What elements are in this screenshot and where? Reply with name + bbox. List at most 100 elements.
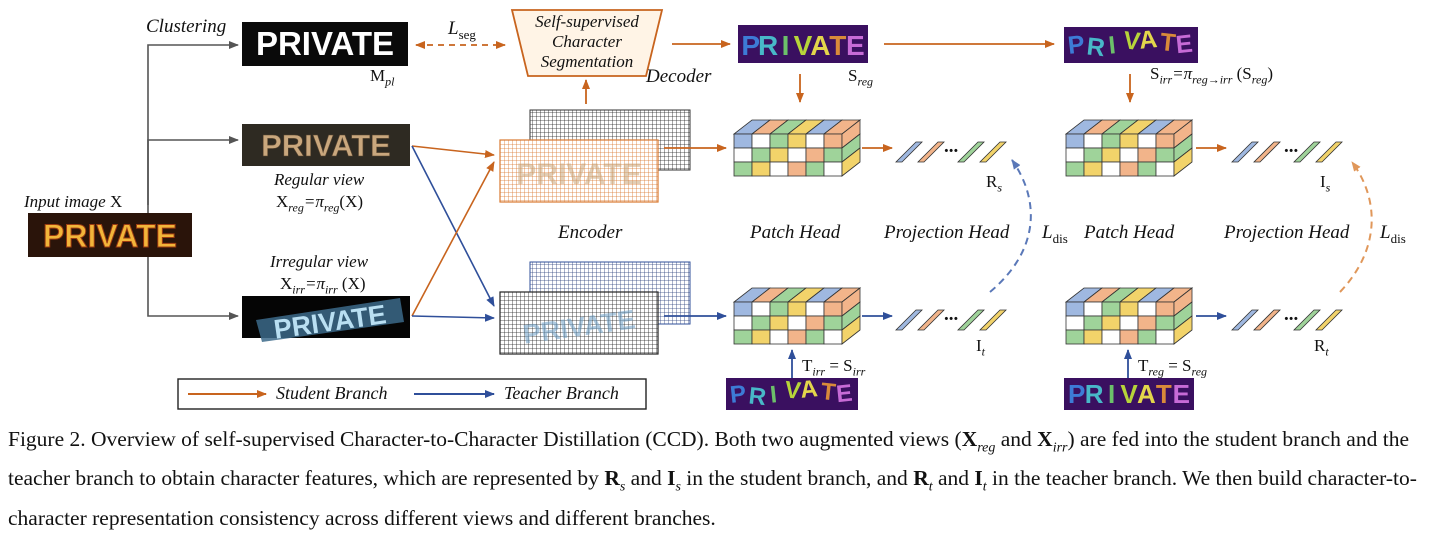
seg-letter: T [1159, 28, 1177, 57]
cube-cell [787, 315, 807, 331]
ellipsis-3: ... [1284, 136, 1299, 157]
cube-cell [733, 147, 753, 163]
input-split-arrows [147, 41, 239, 320]
feature-vector [1253, 141, 1281, 163]
cube-cell [1083, 301, 1103, 317]
view-to-encoder-arrows [411, 145, 495, 322]
cube-cell [1119, 147, 1139, 163]
patch-head-cubes [732, 119, 1194, 345]
feature-vector [957, 309, 985, 331]
projection-vectors [895, 309, 1007, 331]
cube-cell [769, 161, 789, 177]
seg-letter: P [1066, 30, 1086, 60]
feature-vector [1293, 141, 1321, 163]
cube-cell [787, 133, 807, 149]
cube-cell [1065, 301, 1085, 317]
regular-view-image: PRIVATE [242, 124, 410, 166]
feature-vector [1231, 141, 1259, 163]
l-dis-label-1: Ldis [1042, 222, 1068, 246]
cube-cell [1101, 329, 1121, 345]
seg-letter: E [835, 380, 854, 409]
regular-view-label: Regular view [274, 170, 365, 189]
cube-cell [805, 329, 825, 345]
cube-cell [787, 161, 807, 177]
cube-cell [1083, 147, 1103, 163]
figure-caption: Figure 2. Overview of self-supervised Ch… [8, 427, 1417, 530]
seg-letter: R [747, 382, 767, 410]
seg-letter: A [810, 30, 830, 61]
input-word: PRIVATE [43, 218, 177, 254]
cube-cell [769, 133, 789, 149]
cube-cell [1065, 329, 1085, 345]
cube-cell [1119, 315, 1139, 331]
feature-vector [1315, 141, 1343, 163]
cube-cell [805, 161, 825, 177]
m-pl-label: Mpl [370, 66, 395, 89]
cube-cell [751, 315, 771, 331]
cube-cell [805, 301, 825, 317]
cube-cell [1137, 315, 1157, 331]
patch-cube [1064, 119, 1194, 177]
cube-cell [823, 329, 843, 345]
decoder-label: Decoder [646, 66, 712, 87]
cube-cell [841, 147, 861, 177]
cube-cell [1101, 301, 1121, 317]
input-image: PRIVATE [28, 213, 192, 257]
cube-cell [1155, 315, 1175, 331]
segmentation-decoder-box [510, 9, 664, 77]
i-t-label: It [976, 336, 986, 359]
cube-cell [1155, 147, 1175, 163]
cube-cell [1155, 301, 1175, 317]
projection-head-vectors [895, 141, 1343, 331]
cube-cell [1065, 315, 1085, 331]
projection-vectors [1231, 141, 1343, 163]
seg-letter: I [1108, 379, 1115, 409]
student-encoder-word: PRIVATE [516, 158, 642, 191]
cube-cell [787, 329, 807, 345]
seg-letter: V [1122, 26, 1142, 56]
cube-cell [841, 315, 861, 345]
seg-letter: A [799, 375, 819, 404]
cube-cell [751, 329, 771, 345]
cube-cell [1101, 161, 1121, 177]
cube-cell [751, 133, 771, 149]
ellipsis-4: ... [1284, 304, 1299, 325]
cube-cell [823, 161, 843, 177]
cube-cell [805, 315, 825, 331]
patch-head-label-1: Patch Head [750, 222, 841, 243]
regular-view-word: PRIVATE [261, 128, 391, 163]
cube-cell [1119, 329, 1139, 345]
cube-cell [1137, 329, 1157, 345]
feature-vector [1293, 309, 1321, 331]
cube-cell [1155, 133, 1175, 149]
x-reg-formula: Xreg=πreg(X) [276, 192, 364, 215]
student-encoder-features: PRIVATE [499, 109, 691, 203]
seg-letter: I [769, 381, 778, 409]
cube-cell [1065, 161, 1085, 177]
seg-letter: R [1085, 379, 1104, 409]
cube-cell [769, 147, 789, 163]
cube-cell [823, 315, 843, 331]
feature-vector [1315, 309, 1343, 331]
input-image-label: Input image X [24, 192, 123, 211]
t-reg-label: Treg = Sreg [1138, 356, 1208, 379]
cube-cell [733, 329, 753, 345]
cube-cell [823, 147, 843, 163]
cube-cell [751, 301, 771, 317]
legend-teacher-label: Teacher Branch [504, 383, 619, 403]
seg-letter: E [846, 30, 865, 61]
seg-letter: V [783, 376, 802, 405]
cube-cell [751, 161, 771, 177]
cube-cell [1119, 133, 1139, 149]
ellipsis-2: ... [944, 304, 959, 325]
irregular-view-image: PRIVATE [242, 296, 410, 345]
s-reg-label: Sreg [848, 66, 874, 89]
segmentation-label: Self-supervised Character Segmentation [535, 12, 639, 71]
cube-cell [823, 133, 843, 149]
x-irr-formula: Xirr=πirr (X) [280, 274, 366, 297]
